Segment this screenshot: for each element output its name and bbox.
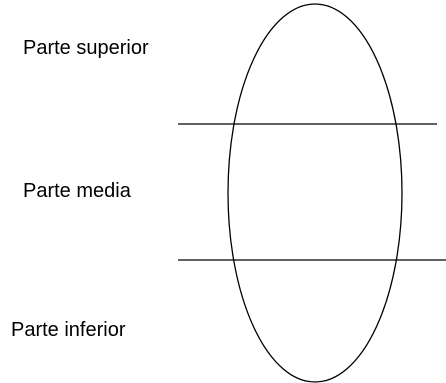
label-bottom-section: Parte inferior	[11, 319, 126, 341]
label-top-section: Parte superior	[23, 37, 149, 59]
label-middle-section: Parte media	[23, 180, 131, 202]
ellipse-outline	[227, 3, 403, 383]
